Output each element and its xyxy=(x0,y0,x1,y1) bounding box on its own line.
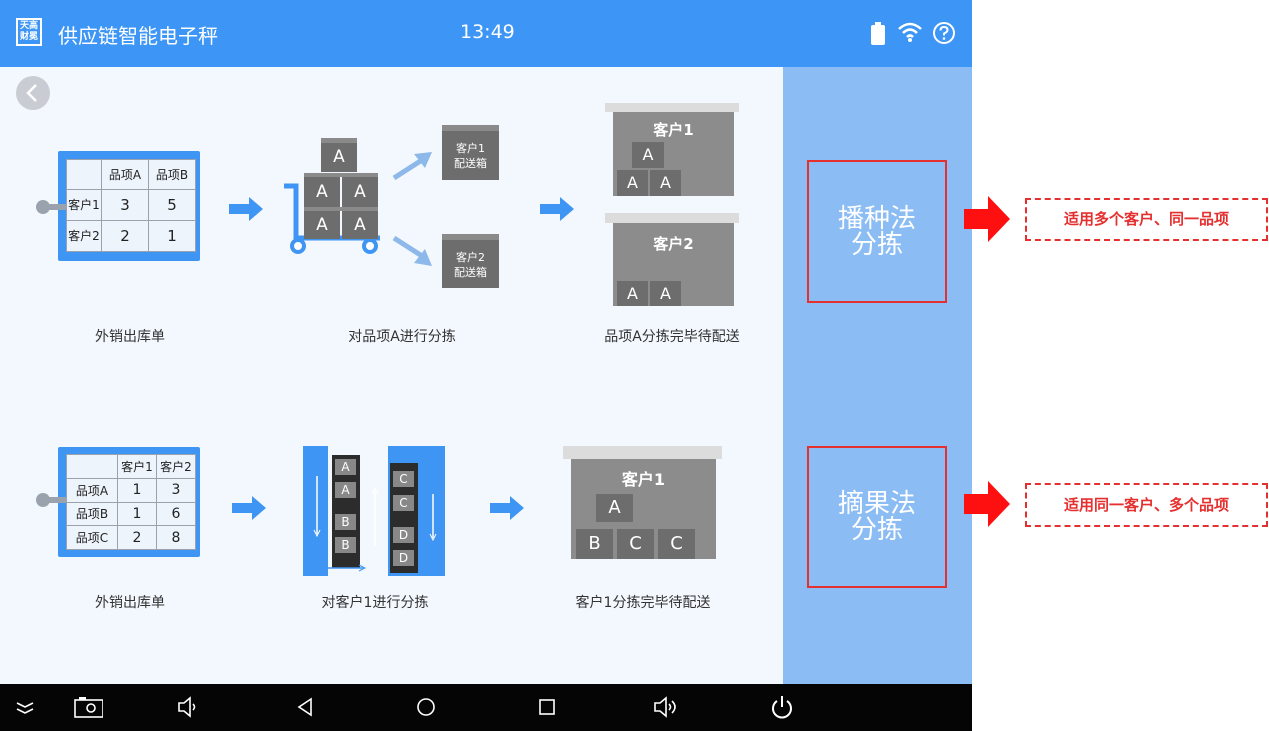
help-icon[interactable] xyxy=(932,21,956,45)
item-box: A xyxy=(632,142,664,168)
status-bar: 天高财冕 供应链智能电子秤 13:49 xyxy=(0,0,972,67)
delivery-box-1: 客户1 配送箱 xyxy=(442,131,499,180)
arrow-up-right-icon xyxy=(392,152,432,180)
step-label: 客户1分拣完毕待配送 xyxy=(575,595,711,611)
screenshot-icon[interactable] xyxy=(73,692,103,722)
item-box: A xyxy=(650,170,681,196)
recents-icon[interactable] xyxy=(532,692,562,722)
arrow-right-icon xyxy=(540,197,574,221)
red-arrow-icon xyxy=(964,196,1010,242)
step-label: 品项A分拣完毕待配送 xyxy=(604,329,740,345)
wifi-icon[interactable] xyxy=(897,21,923,43)
arrow-right-icon xyxy=(490,496,524,520)
clipboard-clip xyxy=(36,200,50,214)
item-box: B xyxy=(576,529,613,559)
step-label: 对品项A进行分拣 xyxy=(348,329,456,345)
item-box: A xyxy=(596,494,633,522)
item-box: A xyxy=(321,143,357,172)
collapse-icon[interactable] xyxy=(10,692,40,722)
chevron-left-icon[interactable] xyxy=(15,75,51,111)
clock: 13:49 xyxy=(460,21,515,43)
item-box: A xyxy=(617,170,648,196)
arrow-down-right-icon xyxy=(392,236,432,266)
home-icon[interactable] xyxy=(411,692,441,722)
item-box: C xyxy=(658,529,695,559)
arrow-right-icon xyxy=(232,496,266,520)
red-arrow-icon xyxy=(964,481,1010,527)
seeding-method-button[interactable]: 播种法 分拣 xyxy=(807,160,947,303)
step-label: 外销出库单 xyxy=(95,329,165,345)
battery-icon xyxy=(871,22,885,45)
item-box: A xyxy=(617,281,648,306)
method-note-1: 适用多个客户、同一品项 xyxy=(1025,198,1268,241)
volume-down-icon[interactable] xyxy=(172,692,202,722)
step-label: 对客户1进行分拣 xyxy=(321,595,429,611)
step-label: 外销出库单 xyxy=(95,595,165,611)
flow-arrows-icon xyxy=(313,452,437,572)
navigation-bar xyxy=(0,684,972,731)
volume-up-icon[interactable] xyxy=(650,692,680,722)
picking-method-button[interactable]: 摘果法 分拣 xyxy=(807,446,947,588)
app-logo: 天高财冕 xyxy=(16,18,42,46)
item-box: A xyxy=(342,177,378,207)
item-box: A xyxy=(304,177,340,207)
method-note-2: 适用同一客户、多个品项 xyxy=(1025,483,1268,527)
item-box: A xyxy=(342,211,378,239)
method-panel xyxy=(783,67,972,684)
item-box: A xyxy=(304,211,340,239)
power-icon[interactable] xyxy=(767,692,797,722)
app-title: 供应链智能电子秤 xyxy=(58,24,218,48)
clipboard-clip xyxy=(36,493,50,507)
item-box: C xyxy=(617,529,654,559)
delivery-box-2: 客户2 配送箱 xyxy=(442,240,499,288)
arrow-right-icon xyxy=(229,197,263,221)
back-icon[interactable] xyxy=(290,692,320,722)
item-box: A xyxy=(650,281,681,306)
